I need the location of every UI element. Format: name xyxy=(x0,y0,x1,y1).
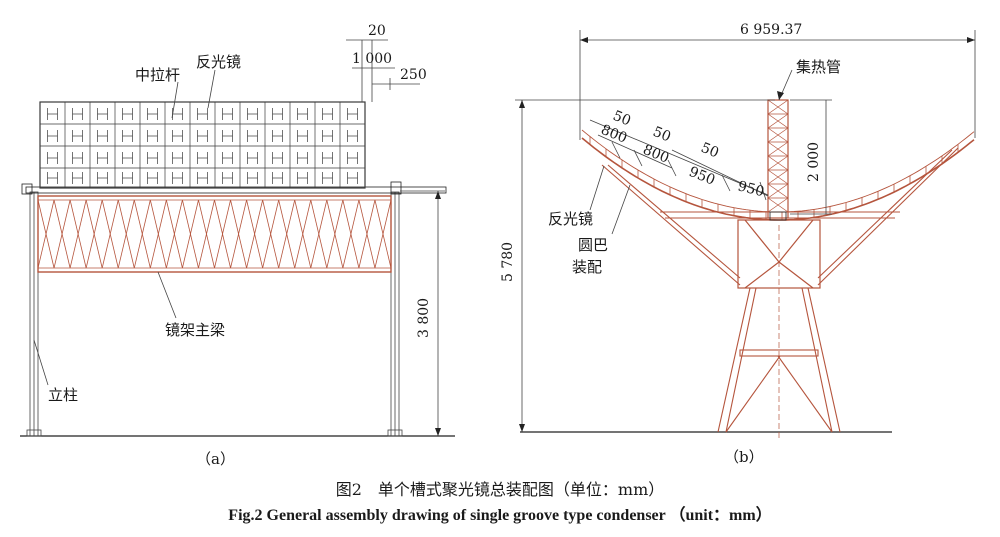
rail-end-right xyxy=(390,181,402,195)
label-collector-tube: 集热管 xyxy=(796,58,841,76)
leader-main-beam xyxy=(157,271,177,319)
caption-chinese: 图2 单个槽式聚光镜总装配图（单位：mm） xyxy=(336,480,665,499)
rail-end-left xyxy=(21,183,33,195)
leader-tie-rod xyxy=(171,81,179,119)
dim-total-height: 5 780 xyxy=(500,99,775,432)
label-column: 立柱 xyxy=(48,386,78,404)
label-round-bar-2: 装配 xyxy=(572,258,602,276)
leader-round-bar xyxy=(611,184,631,235)
dim-tube-height-text: 2 000 xyxy=(806,142,822,182)
top-rail xyxy=(25,186,447,194)
dim-total-height-text: 5 780 xyxy=(500,242,516,282)
dim-seg4: 950 xyxy=(736,178,766,200)
dim-gap-top: 20 xyxy=(368,23,386,39)
leader-column xyxy=(33,339,49,386)
caption-english: Fig.2 General assembly drawing of single… xyxy=(228,506,771,524)
segment-dims: 50 800 50 800 50 950 950 xyxy=(589,108,769,200)
dim-gap1: 50 xyxy=(611,108,634,130)
dim-seg2: 800 xyxy=(641,142,672,167)
label-reflector-a: 反光镜 xyxy=(196,53,241,71)
figure-a: 20 1 000 250 3 800 中拉杆 反光镜 镜架主梁 立柱 （a） xyxy=(20,23,455,468)
dim-seg3: 950 xyxy=(687,164,718,189)
label-round-bar-1: 圆巴 xyxy=(578,236,608,254)
dim-gap-side: 250 xyxy=(400,67,427,83)
dim-height-a: 3 800 xyxy=(400,190,445,436)
dim-aperture: 6 959.37 xyxy=(579,22,976,140)
label-reflector-b: 反光镜 xyxy=(548,210,593,228)
parabolic-reflector xyxy=(581,129,975,221)
subcaption-b: （b） xyxy=(724,448,764,466)
subcaption-a: （a） xyxy=(196,450,235,468)
dim-height-3800: 3 800 xyxy=(416,298,432,338)
main-beam-truss xyxy=(37,195,392,273)
arm-struts xyxy=(601,147,959,286)
reflector-panels xyxy=(39,101,366,189)
figure-b: 6 959.37 5 780 2 000 50 xyxy=(500,22,976,466)
column-right xyxy=(387,191,403,437)
leader-reflector-a xyxy=(207,69,216,109)
dim-panel-width: 1 000 xyxy=(352,51,392,67)
support-legs xyxy=(717,225,841,440)
collector-tower xyxy=(767,99,789,221)
leader-reflector-b xyxy=(589,165,605,211)
dim-gap3: 50 xyxy=(699,140,722,162)
dim-gap2: 50 xyxy=(651,124,674,146)
label-main-beam: 镜架主梁 xyxy=(165,321,225,339)
column-left xyxy=(26,191,42,437)
label-tie-rod: 中拉杆 xyxy=(135,66,180,84)
dim-top-group: 20 1 000 250 xyxy=(346,23,427,102)
dim-tube-height: 2 000 xyxy=(790,99,832,215)
dim-aperture-text: 6 959.37 xyxy=(740,22,802,38)
